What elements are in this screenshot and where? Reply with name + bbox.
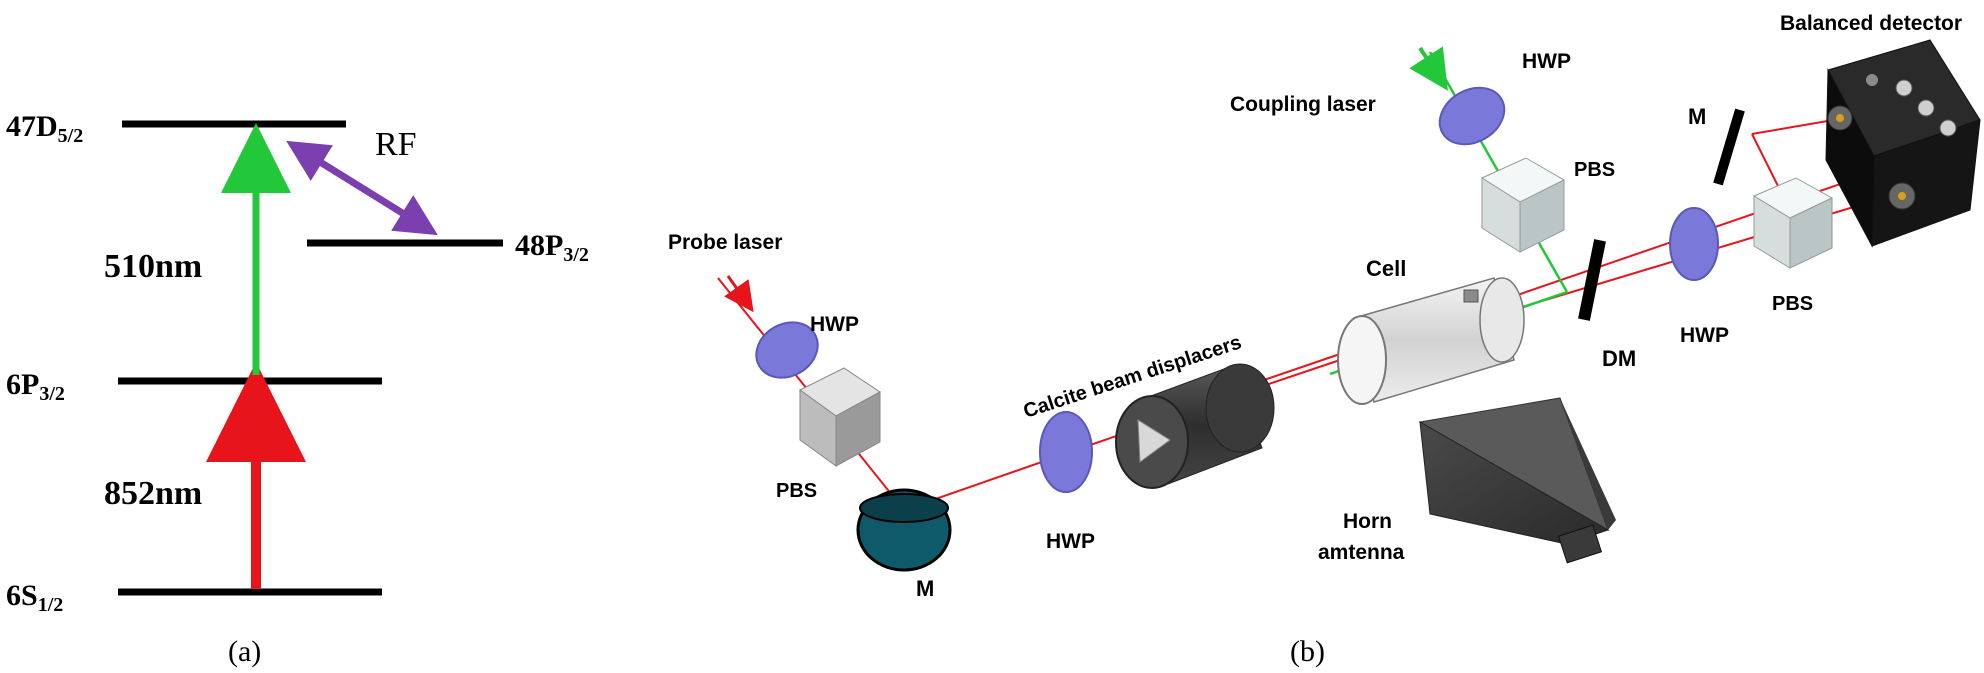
coupling-laser-arrow: [1409, 46, 1448, 91]
label-balanced-detector: Balanced detector: [1780, 12, 1962, 35]
label-hwp-mid: HWP: [1046, 530, 1095, 553]
label-probe-laser: Probe laser: [668, 231, 782, 254]
mirror-probe: [856, 488, 952, 572]
label-pbs-coupling: PBS: [1574, 159, 1615, 181]
hwp-coupling: [1438, 86, 1506, 146]
caption-a: (a): [228, 635, 261, 668]
label-pbs-detector: PBS: [1772, 293, 1813, 315]
hwp-detector: [1669, 207, 1719, 281]
label-mirror-detector: M: [1688, 104, 1706, 129]
label-antenna: amtenna: [1318, 541, 1405, 564]
level-label-6s: 6S1/2: [6, 579, 63, 616]
rf-transition-arrow: [286, 140, 438, 236]
pbs-detector: [1752, 177, 1834, 269]
label-mirror-probe: M: [916, 576, 934, 601]
vapor-cell: [1337, 277, 1525, 405]
probe-laser-arrow: [724, 275, 754, 313]
coupling-wavelength-label: 510nm: [104, 248, 202, 285]
pbs-probe: [799, 367, 881, 467]
label-hwp-probe: HWP: [810, 313, 859, 336]
hwp-probe: [755, 321, 819, 379]
label-hwp-detector: HWP: [1680, 324, 1729, 347]
balanced-detector: [1825, 39, 1981, 248]
calcite-beam-displacer: [1115, 363, 1275, 489]
level-label-48p: 48P3/2: [515, 229, 589, 266]
energy-level-diagram: 6S1/2 6P3/2 47D5/2 48P3/2 852nm 510nm RF…: [6, 110, 589, 668]
level-label-47d: 47D5/2: [6, 110, 83, 147]
label-cell: Cell: [1366, 256, 1406, 281]
label-dm: DM: [1602, 346, 1636, 371]
optical-setup: Probe laser HWP PBS M HWP Calcite beam d…: [668, 12, 1981, 668]
label-hwp-coupling: HWP: [1522, 50, 1571, 73]
label-pbs-probe: PBS: [776, 480, 817, 502]
horn-antenna: [1418, 397, 1616, 564]
hwp-mid: [1039, 411, 1093, 493]
probe-beam-path: [717, 111, 1911, 511]
dichroic-mirror: [1578, 239, 1606, 321]
label-horn: Horn: [1343, 510, 1392, 533]
rf-label: RF: [375, 126, 417, 163]
pbs-coupling: [1480, 157, 1566, 253]
level-label-6p: 6P3/2: [6, 368, 65, 405]
label-coupling-laser: Coupling laser: [1230, 93, 1376, 116]
probe-wavelength-label: 852nm: [104, 475, 202, 512]
caption-b: (b): [1290, 635, 1325, 668]
mirror-detector: [1713, 108, 1745, 186]
